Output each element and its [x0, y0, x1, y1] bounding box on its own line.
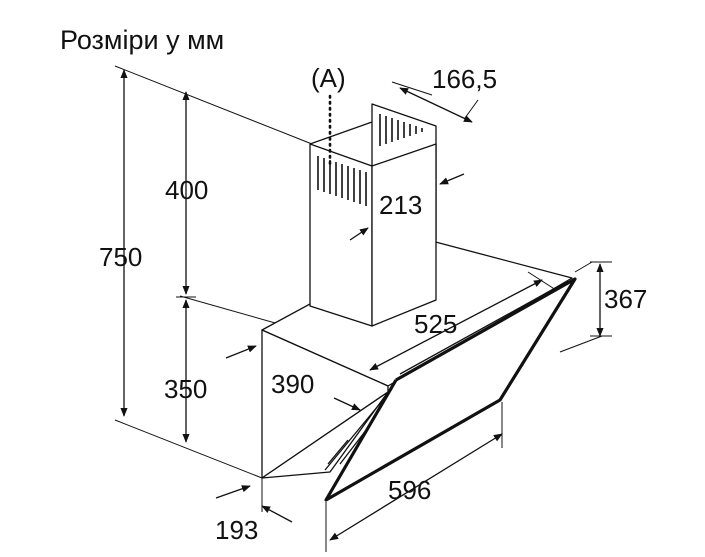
vent-slots-back — [379, 114, 423, 146]
dimension-labels: (A) 166,5 400 213 750 367 525 390 350 59… — [99, 63, 647, 545]
dim-750-label: 750 — [99, 242, 142, 272]
note-label: (A) — [311, 63, 346, 93]
dimension-lines — [120, 69, 612, 552]
page-title: Розміри у мм — [60, 25, 224, 55]
dim-350-label: 350 — [164, 374, 207, 404]
chimney-side-face — [371, 143, 437, 327]
dim-213-label: 213 — [379, 190, 422, 220]
dim-400-label: 400 — [165, 175, 208, 205]
chimney-front-face — [309, 143, 373, 327]
dim-367-label: 367 — [604, 284, 647, 314]
dim-166-label: 166,5 — [432, 64, 497, 94]
hood-drawing — [114, 65, 603, 502]
dim-390-label: 390 — [271, 369, 314, 399]
canopy-bottom-face — [261, 391, 389, 479]
dim-596-label: 596 — [388, 475, 431, 505]
dim-525-label: 525 — [414, 309, 457, 339]
dim-193-label: 193 — [215, 515, 258, 545]
vent-slots-front — [317, 156, 367, 206]
